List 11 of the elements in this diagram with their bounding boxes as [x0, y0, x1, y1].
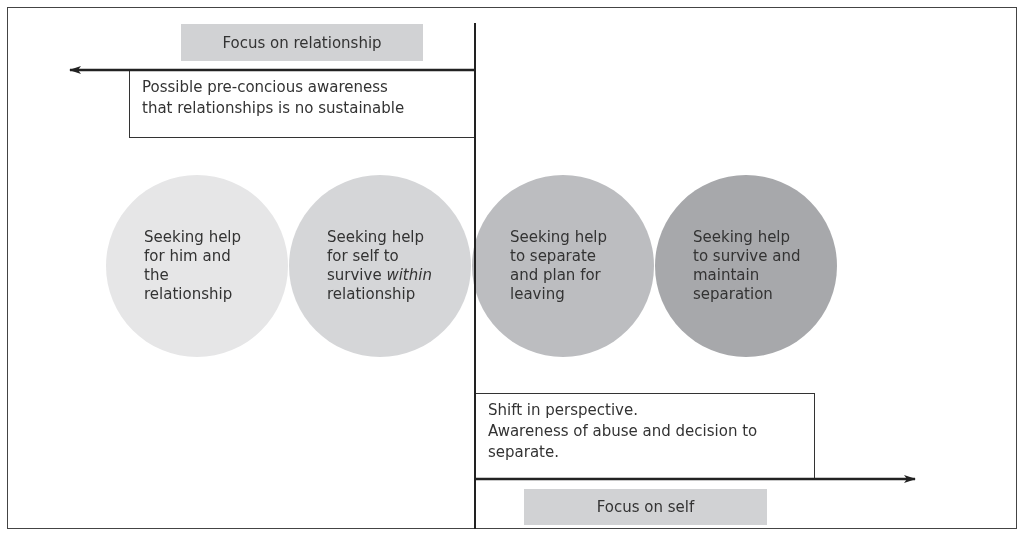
stage-text: Seeking help to survive and maintain separation	[693, 228, 801, 304]
stage-text: Seeking help for him and the relationship	[144, 228, 243, 304]
note-text: Possible pre-concious awareness that relationships is no sustainable	[142, 77, 406, 119]
note-text: Awareness of abuse and decision to separate.	[488, 421, 759, 463]
focus-label: Focus on relationship	[181, 24, 423, 61]
stage-text: Seeking help for self to survive within relationship	[327, 228, 433, 304]
stage-text: Seeking help to separate and plan for leaving	[510, 228, 609, 304]
focus-label: Focus on self	[524, 489, 767, 525]
note-box	[129, 70, 475, 138]
note-box	[475, 393, 815, 480]
note-text: Shift in perspective.	[488, 400, 639, 421]
